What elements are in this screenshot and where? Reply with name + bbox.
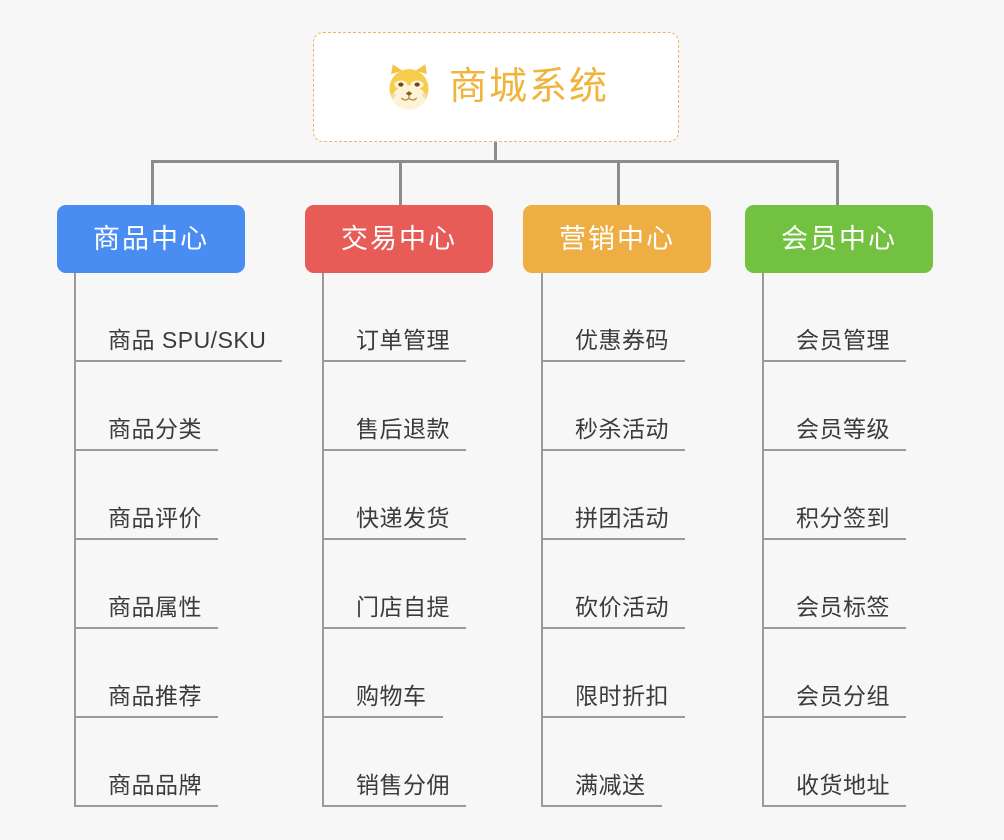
leaf-underline (322, 627, 466, 629)
leaf-item[interactable]: 积分签到 (762, 451, 906, 540)
leaf-item[interactable]: 购物车 (322, 629, 466, 718)
leaf-underline (74, 627, 218, 629)
connector-drop-branch-3 (617, 160, 620, 206)
leaf-item[interactable]: 限时折扣 (541, 629, 685, 718)
root-node-shop-system[interactable]: 商城系统 (313, 32, 679, 142)
leaf-underline (541, 627, 685, 629)
leaf-column-2: 订单管理售后退款快递发货门店自提购物车销售分佣 (322, 273, 466, 807)
leaf-item[interactable]: 会员管理 (762, 273, 906, 362)
leaf-underline (74, 805, 218, 807)
category-label-3: 营销中心 (559, 223, 675, 254)
leaf-item-label: 会员分组 (796, 683, 890, 709)
leaf-item[interactable]: 门店自提 (322, 540, 466, 629)
leaf-underline (541, 805, 662, 807)
leaf-item-label: 售后退款 (356, 416, 450, 442)
leaf-item[interactable]: 快递发货 (322, 451, 466, 540)
leaf-underline (74, 716, 218, 718)
leaf-item-label: 购物车 (356, 683, 427, 709)
category-box-1[interactable]: 商品中心 (57, 205, 245, 273)
leaf-underline (322, 805, 466, 807)
connector-drop-branch-2 (399, 160, 402, 206)
leaf-item-label: 商品分类 (108, 416, 202, 442)
leaf-item-label: 门店自提 (356, 594, 450, 620)
category-label-1: 商品中心 (93, 223, 209, 254)
leaf-underline (762, 360, 906, 362)
leaf-item[interactable]: 售后退款 (322, 362, 466, 451)
connector-drop-branch-1 (151, 160, 154, 206)
leaf-item-label: 满减送 (575, 772, 646, 798)
connector-horizontal-bus (151, 160, 839, 163)
leaf-item-label: 积分签到 (796, 505, 890, 531)
leaf-item-label: 会员标签 (796, 594, 890, 620)
leaf-item-label: 商品推荐 (108, 683, 202, 709)
leaf-item[interactable]: 商品评价 (74, 451, 282, 540)
leaf-item[interactable]: 商品 SPU/SKU (74, 273, 282, 362)
leaf-underline (762, 538, 906, 540)
leaf-item[interactable]: 商品分类 (74, 362, 282, 451)
category-box-2[interactable]: 交易中心 (305, 205, 493, 273)
leaf-underline (74, 538, 218, 540)
leaf-item-label: 优惠券码 (575, 327, 669, 353)
leaf-item[interactable]: 商品推荐 (74, 629, 282, 718)
leaf-item-label: 订单管理 (356, 327, 450, 353)
leaf-underline (322, 360, 466, 362)
category-label-2: 交易中心 (341, 223, 457, 254)
leaf-item-label: 商品属性 (108, 594, 202, 620)
leaf-item[interactable]: 销售分佣 (322, 718, 466, 807)
leaf-spine (541, 273, 543, 807)
leaf-item[interactable]: 满减送 (541, 718, 685, 807)
leaf-item[interactable]: 订单管理 (322, 273, 466, 362)
leaf-item[interactable]: 商品品牌 (74, 718, 282, 807)
leaf-spine (762, 273, 764, 807)
leaf-item[interactable]: 商品属性 (74, 540, 282, 629)
leaf-spine (322, 273, 324, 807)
leaf-underline (322, 449, 466, 451)
leaf-item[interactable]: 优惠券码 (541, 273, 685, 362)
leaf-item-label: 会员等级 (796, 416, 890, 442)
leaf-column-3: 优惠券码秒杀活动拼团活动砍价活动限时折扣满减送 (541, 273, 685, 807)
leaf-item-label: 砍价活动 (575, 594, 669, 620)
leaf-underline (762, 805, 906, 807)
leaf-item[interactable]: 会员标签 (762, 540, 906, 629)
category-box-3[interactable]: 营销中心 (523, 205, 711, 273)
leaf-underline (762, 627, 906, 629)
leaf-underline (322, 716, 443, 718)
leaf-item-label: 商品品牌 (108, 772, 202, 798)
leaf-item-label: 秒杀活动 (575, 416, 669, 442)
leaf-column-1: 商品 SPU/SKU 商品分类商品评价商品属性商品推荐商品品牌 (74, 273, 282, 807)
leaf-item[interactable]: 会员分组 (762, 629, 906, 718)
connector-root-drop (494, 142, 497, 162)
leaf-underline (541, 716, 685, 718)
shiba-dog-face-icon (389, 64, 429, 110)
leaf-item[interactable]: 砍价活动 (541, 540, 685, 629)
leaf-underline (74, 449, 218, 451)
leaf-underline (541, 538, 685, 540)
leaf-underline (322, 538, 466, 540)
leaf-spine (74, 273, 76, 807)
leaf-item[interactable]: 收货地址 (762, 718, 906, 807)
leaf-item-label: 拼团活动 (575, 505, 669, 531)
category-label-4: 会员中心 (781, 223, 897, 254)
leaf-item-label: 商品 SPU/SKU (108, 327, 267, 353)
category-box-4[interactable]: 会员中心 (745, 205, 933, 273)
leaf-item-label: 收货地址 (796, 772, 890, 798)
leaf-underline (541, 449, 685, 451)
root-node-label: 商城系统 (448, 66, 609, 108)
leaf-column-4: 会员管理会员等级积分签到会员标签会员分组收货地址 (762, 273, 906, 807)
leaf-item-label: 限时折扣 (575, 683, 669, 709)
leaf-underline (762, 716, 906, 718)
leaf-item[interactable]: 会员等级 (762, 362, 906, 451)
leaf-item[interactable]: 秒杀活动 (541, 362, 685, 451)
connector-drop-branch-4 (836, 160, 839, 206)
leaf-item-label: 会员管理 (796, 327, 890, 353)
leaf-underline (541, 360, 685, 362)
leaf-underline (762, 449, 906, 451)
leaf-item[interactable]: 拼团活动 (541, 451, 685, 540)
leaf-item-label: 快递发货 (356, 505, 450, 531)
leaf-item-label: 商品评价 (108, 505, 202, 531)
leaf-item-label: 销售分佣 (356, 772, 450, 798)
leaf-underline (74, 360, 282, 362)
